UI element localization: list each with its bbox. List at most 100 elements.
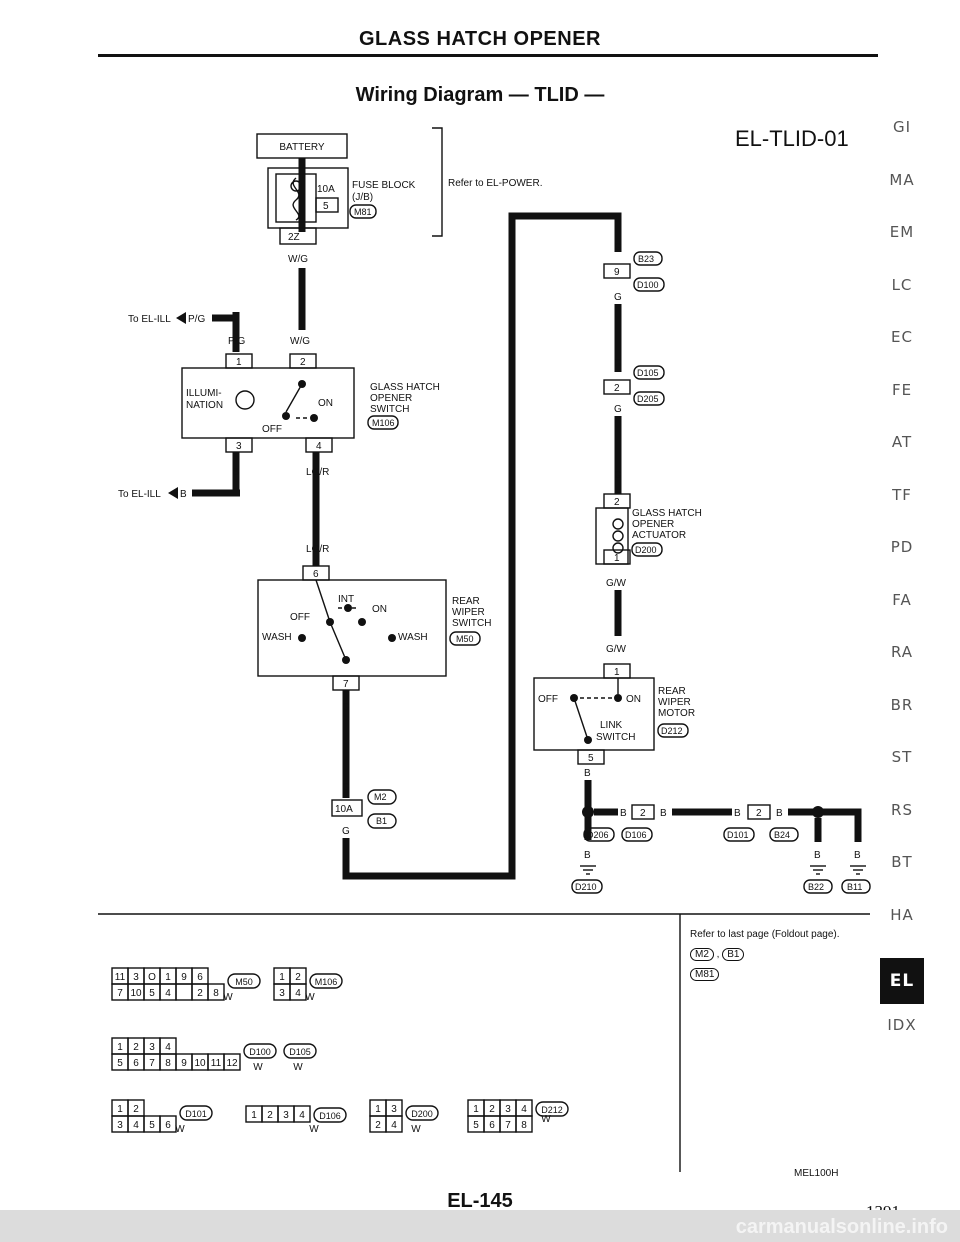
refer-note-c1: M2 <box>690 948 714 961</box>
r-b24: B24 <box>774 830 790 840</box>
connector-d100-pin: 3 <box>149 1042 155 1053</box>
glass-hatch-opener-switch: 1 2 ILLUMI- NATION ON OFF GLASS HATCH OP… <box>181 353 440 453</box>
wire-color-b: B <box>232 467 239 478</box>
motor-pin-5: 5 <box>588 753 594 764</box>
r-pin-9: 9 <box>614 267 620 278</box>
rw-wash-right: WASH <box>398 632 428 643</box>
fuse-block-label: FUSE BLOCK <box>352 180 416 191</box>
title-rule <box>98 54 878 57</box>
connector-d212-pin: 4 <box>521 1104 527 1115</box>
wire-color-b-arrow: B <box>180 489 187 500</box>
connector-d100-pin: 5 <box>117 1058 123 1069</box>
watermark: carmanualsonline.info <box>735 1216 948 1238</box>
section-tab-pd[interactable]: PD <box>890 538 914 556</box>
connector-m50-cell <box>175 983 193 1001</box>
page-title: GLASS HATCH OPENER <box>359 28 601 50</box>
connector-d101-pin: 5 <box>149 1120 155 1131</box>
section-tab-idx[interactable]: IDX <box>887 1016 917 1034</box>
pin-4: 4 <box>316 441 322 452</box>
switch-name-3: SWITCH <box>370 404 409 415</box>
refer-bracket <box>432 127 443 237</box>
connector-d101-pin: 4 <box>133 1120 139 1131</box>
motor-switch: SWITCH <box>596 732 635 743</box>
joint-connector-10a: 10A M2 B1 G <box>331 789 397 837</box>
connector-d100-pin: 9 <box>181 1058 187 1069</box>
to-el-ill-bottom: To EL-ILL <box>118 489 161 500</box>
connector-m50-pin: 3 <box>133 972 139 983</box>
r-wire-gw-1: G/W <box>606 578 627 589</box>
section-tab-st[interactable]: ST <box>891 748 913 766</box>
r-wire-gw-2: G/W <box>606 644 627 655</box>
wire-color-wg-top: W/G <box>288 254 308 265</box>
r-wire-g-5: G <box>614 470 622 481</box>
r-d206: D206 <box>587 830 609 840</box>
connector-d212-pin: 3 <box>505 1104 511 1115</box>
section-tab-br[interactable]: BR <box>890 695 914 714</box>
r-d106: D106 <box>625 830 647 840</box>
diagram-id: EL-TLID-01 <box>735 126 849 151</box>
connector-m106-pin: 1 <box>279 972 285 983</box>
section-tab-ha[interactable]: HA <box>890 905 914 924</box>
connector-d200-cell <box>385 1115 403 1133</box>
wire-color-lgr-2: LG/R <box>306 544 329 555</box>
rw-off: OFF <box>290 612 310 623</box>
connector-d212-pin: 7 <box>505 1120 511 1131</box>
r-d210: D210 <box>575 882 597 892</box>
connector-d212-pin: 5 <box>473 1120 479 1131</box>
connector-m50-pin: 7 <box>117 988 123 999</box>
motor-pin-1: 1 <box>614 667 620 678</box>
r-b11: B11 <box>847 882 862 892</box>
connector-d100-pin: 7 <box>149 1058 155 1069</box>
section-tab-tf[interactable]: TF <box>892 485 912 504</box>
connector-d200-pin: 4 <box>391 1120 397 1131</box>
section-tab-rs[interactable]: RS <box>891 800 913 819</box>
section-tab-ec[interactable]: EC <box>891 328 913 346</box>
section-tab-bt[interactable]: BT <box>891 853 913 871</box>
wire-color-lgr: LG/R <box>306 467 329 478</box>
diagram-subtitle: Wiring Diagram — TLID — <box>355 84 605 106</box>
illumination-label: ILLUMI- <box>186 388 222 399</box>
connector-m106-pin: 4 <box>295 988 301 999</box>
section-tab-ra[interactable]: RA <box>890 643 914 661</box>
connector-d200-color: W <box>411 1124 421 1135</box>
section-tab-ma[interactable]: MA <box>889 170 915 189</box>
section-tab-at[interactable]: AT <box>891 433 913 451</box>
rw-name-2: WIPER <box>452 607 485 618</box>
motor-name-2: WIPER <box>658 697 691 708</box>
connector-m50-color: W <box>223 992 233 1003</box>
connector-d212-label: D212 <box>541 1105 563 1115</box>
rw-on: ON <box>372 604 387 615</box>
connector-d101-label-badge <box>179 1105 213 1121</box>
connector-d106-pin: 3 <box>283 1110 289 1121</box>
r-d105: D105 <box>637 368 659 378</box>
footer-bar: carmanualsonline.info <box>0 1210 960 1242</box>
r-wire-b-2: B <box>620 808 627 819</box>
rw-connector: M50 <box>456 634 474 644</box>
connector-m50-pin: 2 <box>197 988 203 999</box>
refer-note-c3: M81 <box>690 968 720 981</box>
connector-m50-pin: 1 <box>165 972 171 983</box>
section-tab-fe[interactable]: FE <box>891 380 913 399</box>
section-tab-lc[interactable]: LC <box>891 275 913 294</box>
connector-d101-cell <box>159 1115 177 1133</box>
rear-wiper-switch: 6 INT ON OFF WASH WASH REAR WIPER SWITCH… <box>257 565 491 691</box>
connector-d105-label-badge <box>283 1043 317 1059</box>
terminal-2z: 2Z <box>288 232 300 243</box>
wire-color-wg: W/G <box>290 336 310 347</box>
section-tab-gi[interactable]: GI <box>892 118 912 136</box>
rw-int: INT <box>338 594 354 605</box>
section-tab-el[interactable]: EL <box>880 958 924 1004</box>
connector-m106-label: M106 <box>315 977 338 987</box>
section-tab-fa[interactable]: FA <box>892 590 912 609</box>
connector-d212-pin: 8 <box>521 1120 527 1131</box>
act-name-2: OPENER <box>632 519 674 530</box>
connector-d100-label: D100 <box>249 1047 271 1057</box>
connector-m50-pin: 4 <box>165 988 171 999</box>
jc-b1: B1 <box>376 816 387 826</box>
connector-m106-pin: 3 <box>279 988 285 999</box>
act-pin-2: 2 <box>614 497 620 508</box>
connector-d100-pin: 4 <box>165 1042 171 1053</box>
connector-d200-pin: 3 <box>391 1104 397 1115</box>
section-tab-em[interactable]: EM <box>889 223 915 241</box>
r-wire-g-2: G <box>614 292 622 303</box>
